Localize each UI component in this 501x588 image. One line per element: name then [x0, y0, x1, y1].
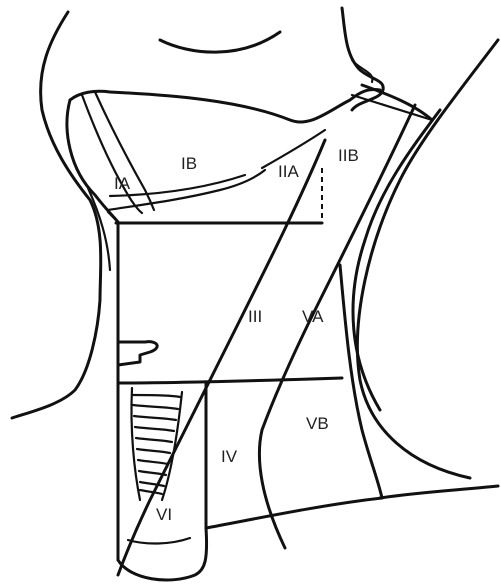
cricoid-line — [118, 378, 342, 383]
mandible-outline — [70, 89, 380, 122]
iib-top-edge — [352, 95, 432, 120]
level-iv-label: IV — [221, 447, 238, 466]
sternal-notch — [118, 528, 207, 580]
level-vb-label: VB — [306, 414, 329, 433]
level-va-label: VA — [302, 307, 324, 326]
level-iib-label: IIB — [338, 146, 359, 165]
vi-lower-divider — [128, 538, 190, 544]
neck-back-inner — [353, 110, 440, 410]
level-ia-label: IA — [114, 174, 131, 193]
clavicle-line — [206, 498, 382, 528]
ear-outline — [342, 8, 383, 110]
level-ib-label: IB — [181, 154, 197, 173]
jaw-line — [160, 32, 280, 52]
ia-ib-divider — [108, 212, 118, 222]
face-profile — [12, 12, 101, 418]
neck-back-outer — [357, 40, 498, 478]
level-vi-label: VI — [156, 505, 172, 524]
ib-lower-boundary — [110, 175, 245, 196]
level-iii-label: III — [248, 307, 262, 326]
shoulder-line — [380, 486, 498, 498]
level-iia-label: IIA — [278, 162, 299, 181]
thyroid-cartilage — [118, 342, 157, 365]
